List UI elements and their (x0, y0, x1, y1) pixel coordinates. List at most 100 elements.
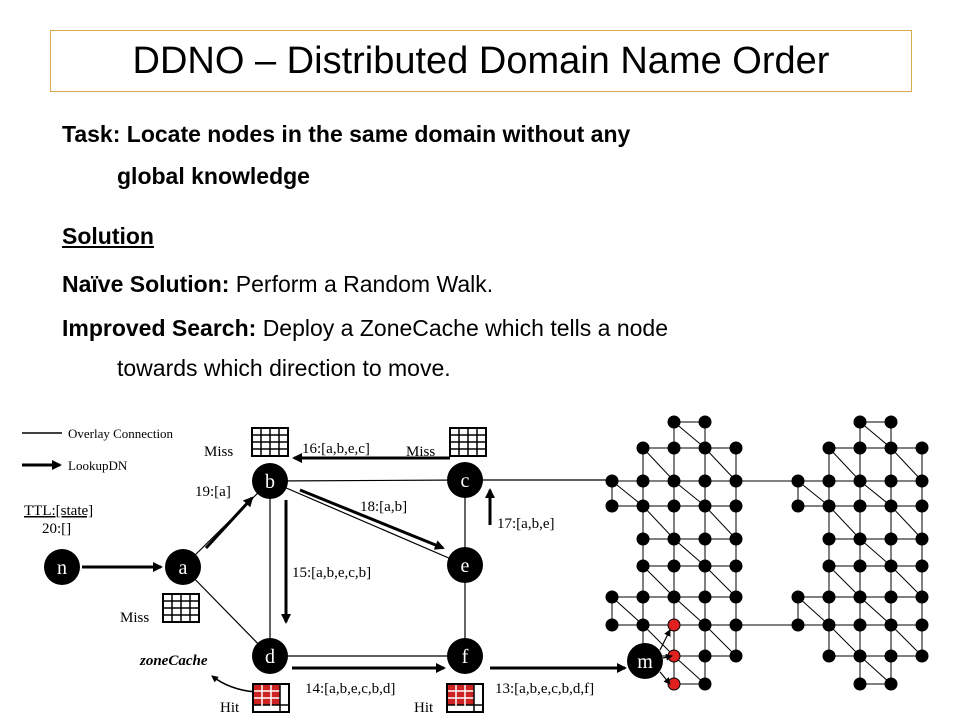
label-19: 19:[a] (195, 484, 231, 500)
grid-node (884, 415, 898, 429)
grid-node (853, 499, 867, 513)
grid-node (915, 559, 929, 573)
grid-edge (642, 505, 675, 540)
grid-edge (859, 538, 892, 567)
grid-node (729, 532, 743, 546)
node-d (252, 638, 288, 674)
miss-label-c: Miss (406, 444, 435, 460)
grid-node (605, 474, 619, 488)
task-text-1: Locate nodes in the same domain without … (126, 121, 631, 147)
cache-table-d (252, 683, 290, 713)
label-14: 14:[a,b,e,c,b,d] (305, 681, 395, 697)
grid-node (667, 441, 681, 455)
grid-node (667, 474, 681, 488)
grid-node (636, 441, 650, 455)
hit-label-d: Hit (220, 700, 240, 716)
grid-node (667, 499, 681, 513)
title-box: DDNO – Distributed Domain Name Order (50, 30, 912, 92)
grid-node (791, 590, 805, 604)
grid-node (853, 532, 867, 546)
grid-edge (859, 421, 892, 449)
grid-node (915, 532, 929, 546)
task-line-1: Task: Locate nodes in the same domain wi… (62, 118, 630, 150)
grid-edge (673, 538, 706, 567)
improved-text-1: Deploy a ZoneCache which tells a node (262, 315, 668, 341)
grid-node (822, 441, 836, 455)
label-15: 15:[a,b,e,c,b] (292, 565, 371, 581)
grid-node (853, 618, 867, 632)
grid-node (636, 590, 650, 604)
node-b (252, 463, 288, 499)
grid-node (605, 499, 619, 513)
grid-node (729, 618, 743, 632)
grid-edge (673, 655, 706, 685)
slide-title: DDNO – Distributed Domain Name Order (132, 39, 830, 82)
grid-node (667, 559, 681, 573)
grid-node (822, 499, 836, 513)
grid-edge (797, 480, 830, 507)
grid-node (915, 618, 929, 632)
grid-edge (673, 421, 706, 449)
grid-edge (704, 565, 737, 598)
grid-edge (828, 505, 861, 540)
grid-edge (859, 655, 892, 685)
grid-node (729, 649, 743, 663)
grid-node (729, 590, 743, 604)
grid-node (636, 532, 650, 546)
hit-label-f: Hit (414, 700, 434, 716)
m-arrows (659, 629, 673, 685)
grid-node (729, 499, 743, 513)
grid-node (884, 441, 898, 455)
grid-edge (859, 596, 892, 626)
grid-edge (890, 505, 923, 540)
grid-edge (673, 480, 706, 507)
grid-edge (797, 596, 830, 626)
grid-network (605, 415, 929, 691)
grid-node (605, 590, 619, 604)
legend-overlay-label: Overlay Connection (68, 426, 174, 441)
grid-edge (828, 447, 861, 482)
label-17: 17:[a,b,e] (497, 516, 554, 532)
grid-edge (673, 596, 706, 626)
grid-node (822, 532, 836, 546)
grid-node (698, 618, 712, 632)
grid-node (884, 474, 898, 488)
cache-table-c (449, 427, 487, 457)
improved-search: Improved Search: Deploy a ZoneCache whic… (62, 312, 668, 344)
grid-node (822, 474, 836, 488)
grid-node (822, 618, 836, 632)
grid-node (915, 441, 929, 455)
grid-edge (890, 624, 923, 657)
grid-node (698, 441, 712, 455)
solution-heading: Solution (62, 223, 154, 249)
grid-edge (828, 624, 861, 657)
improved-label: Improved Search: (62, 315, 257, 341)
grid-edge (859, 480, 892, 507)
grid-node (853, 559, 867, 573)
label-18: 18:[a,b] (360, 499, 407, 515)
improved-text-2: towards which direction to move. (117, 355, 451, 381)
overlay-connections (182, 479, 612, 657)
grid-edge (642, 565, 675, 598)
grid-node (636, 559, 650, 573)
grid-node (884, 532, 898, 546)
grid-node (853, 441, 867, 455)
grid-node (698, 532, 712, 546)
grid-node (884, 559, 898, 573)
grid-edge (704, 624, 737, 657)
ddno-diagram: Overlay Connection LookupDN TTL:[state] … (22, 415, 929, 716)
lookup-arrows (82, 453, 627, 673)
grid-node (698, 415, 712, 429)
miss-label-a: Miss (120, 610, 149, 626)
grid-node (884, 649, 898, 663)
miss-label-b: Miss (204, 444, 233, 460)
grid-edge (642, 447, 675, 482)
grid-node (698, 590, 712, 604)
node-d-label: d (265, 646, 275, 668)
grid-node (698, 677, 712, 691)
legend-lookup-label: LookupDN (68, 458, 128, 473)
grid-node (822, 649, 836, 663)
node-c-label: c (461, 470, 470, 492)
node-e-label: e (461, 555, 470, 577)
cache-table-f (446, 683, 484, 713)
